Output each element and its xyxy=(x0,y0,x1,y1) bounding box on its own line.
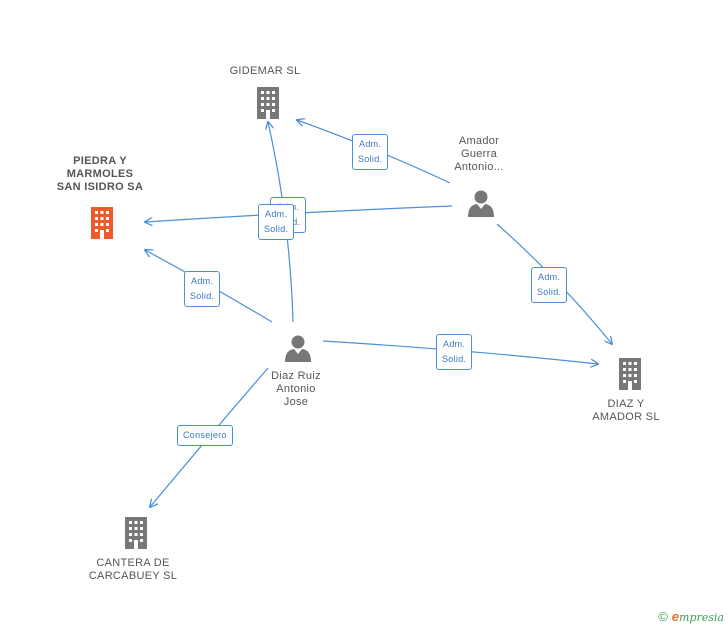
edge-label-diaz-diaz-amador[interactable]: Adm. Solid. xyxy=(436,334,473,370)
edge-label-diaz-piedra[interactable]: Adm. Solid. xyxy=(184,271,221,307)
brand-logo[interactable]: empresia xyxy=(672,609,724,624)
edge-label-diaz-gidemar[interactable]: Adm. Solid. xyxy=(258,204,295,240)
brand-footer: © empresia xyxy=(658,609,724,624)
brand-initial: e xyxy=(671,609,680,624)
edge-label-diaz-cantera[interactable]: Consejero xyxy=(177,425,233,446)
copyright-icon: © xyxy=(658,609,668,624)
building-icon[interactable] xyxy=(615,356,645,390)
node-label-gidemar[interactable]: GIDEMAR SL xyxy=(229,65,301,77)
node-label-diaz-amador[interactable]: DIAZ Y AMADOR SL xyxy=(592,398,660,423)
node-label-cantera[interactable]: CANTERA DE CARCABUEY SL xyxy=(88,557,178,582)
person-icon[interactable] xyxy=(283,333,313,363)
building-icon[interactable] xyxy=(253,85,283,119)
edge-label-amador-gidemar[interactable]: Adm. Solid. xyxy=(352,134,389,170)
node-label-amador[interactable]: Amador Guerra Antonio... xyxy=(454,135,504,173)
person-icon[interactable] xyxy=(466,188,496,218)
building-icon[interactable] xyxy=(121,515,151,549)
brand-name: mpresia xyxy=(679,611,724,624)
node-label-piedra[interactable]: PIEDRA Y MARMOLES SAN ISIDRO SA xyxy=(56,155,144,193)
node-label-diaz-ruiz[interactable]: Diaz Ruiz Antonio Jose xyxy=(271,370,321,408)
building-icon-highlighted[interactable] xyxy=(87,205,117,239)
edge-label-amador-diaz-amador[interactable]: Adm. Solid. xyxy=(531,267,568,303)
